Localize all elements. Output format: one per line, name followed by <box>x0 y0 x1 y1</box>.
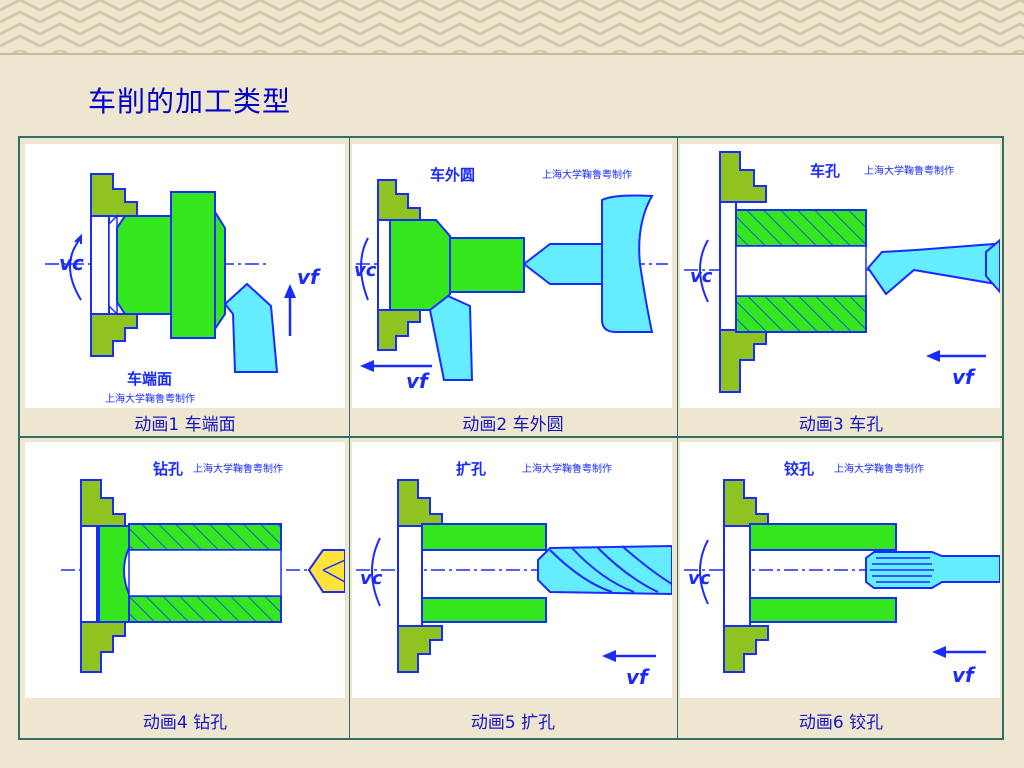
label-vf: vf <box>297 265 321 289</box>
workpiece <box>389 219 451 311</box>
caption-animation-3[interactable]: 动画3 车孔 <box>798 415 884 435</box>
workpiece <box>116 215 172 315</box>
label-vf: vf <box>952 365 976 389</box>
workpiece-lower <box>749 597 897 623</box>
label-vf: vf <box>406 369 430 393</box>
panel-credit: 上海大学鞠鲁粤制作 <box>834 462 924 475</box>
panel-heading: 钻孔 <box>153 460 183 478</box>
label-vc: vc <box>59 251 84 275</box>
label-vf: vf <box>626 665 650 689</box>
workpiece <box>98 525 130 623</box>
chuck-jaw-upper <box>90 173 138 217</box>
workpiece-upper <box>735 209 867 247</box>
animation-panel-facing[interactable]: vc vf 车端面 上海大学鞠鲁粤制作 <box>25 144 345 408</box>
drilling-diagram: 钻孔 上海大学鞠鲁粤制作 <box>61 460 345 673</box>
reaming-expand-diagram: vc vf 扩孔 上海大学鞠鲁粤制作 <box>356 460 672 689</box>
boring-tool <box>866 242 998 296</box>
decorative-border-band <box>0 0 1024 54</box>
workpiece-upper <box>749 523 897 551</box>
drill-bit <box>307 549 345 593</box>
animation-panel-boring[interactable]: vc vf 车孔 上海大学鞠鲁粤制作 <box>680 144 1000 408</box>
tailstock-center <box>522 243 603 285</box>
label-vf: vf <box>952 663 976 687</box>
boring-diagram: vc vf 车孔 上海大学鞠鲁粤制作 <box>684 151 1000 393</box>
panel-credit: 上海大学鞠鲁粤制作 <box>542 168 632 181</box>
caption-animation-1[interactable]: 动画1 车端面 <box>134 415 236 435</box>
reaming-diagram: vc vf 铰孔 上海大学鞠鲁粤制作 <box>684 460 1000 687</box>
facing-diagram: vc vf 车端面 上海大学鞠鲁粤制作 <box>45 173 321 405</box>
panel-credit: 上海大学鞠鲁粤制作 <box>864 164 954 177</box>
panel-credit: 上海大学鞠鲁粤制作 <box>105 392 195 405</box>
caption-animation-2[interactable]: 动画2 车外圆 <box>462 415 564 435</box>
panel-heading: 车孔 <box>810 162 840 180</box>
label-vc: vc <box>354 260 377 281</box>
label-vc: vc <box>688 568 711 589</box>
grid-divider <box>677 138 678 738</box>
animation-panel-drilling[interactable]: 钻孔 上海大学鞠鲁粤制作 <box>25 442 345 698</box>
turning-tool <box>223 282 279 373</box>
chuck-jaw-lower <box>90 313 138 357</box>
panel-credit: 上海大学鞠鲁粤制作 <box>522 462 612 475</box>
caption-animation-6[interactable]: 动画6 铰孔 <box>798 713 884 733</box>
panel-heading: 车端面 <box>127 370 172 388</box>
panel-heading: 车外圆 <box>430 166 475 184</box>
workpiece-lower <box>421 597 547 623</box>
grid-divider <box>349 138 350 738</box>
panel-credit: 上海大学鞠鲁粤制作 <box>193 462 283 475</box>
outer-turning-diagram: vc vf 车外圆 上海大学鞠鲁粤制作 <box>354 166 668 393</box>
animation-grid: vc vf 车端面 上海大学鞠鲁粤制作 vc vf 车外圆 上海大学鞠鲁粤制作 <box>18 136 1004 740</box>
workpiece-lower <box>735 295 867 333</box>
caption-animation-4[interactable]: 动画4 钻孔 <box>142 713 228 733</box>
animation-panel-outer-turning[interactable]: vc vf 车外圆 上海大学鞠鲁粤制作 <box>352 144 672 408</box>
panel-heading: 扩孔 <box>456 460 486 478</box>
caption-animation-5[interactable]: 动画5 扩孔 <box>470 713 556 733</box>
turning-tool <box>428 294 474 381</box>
label-vc: vc <box>690 266 713 287</box>
page-title: 车削的加工类型 <box>88 85 292 118</box>
animation-panel-reaming[interactable]: vc vf 铰孔 上海大学鞠鲁粤制作 <box>680 442 1000 698</box>
grid-divider <box>20 436 1002 438</box>
panel-heading: 铰孔 <box>784 460 814 478</box>
label-vc: vc <box>360 568 383 589</box>
workpiece-upper <box>421 523 547 551</box>
animation-panel-reaming-expand[interactable]: vc vf 扩孔 上海大学鞠鲁粤制作 <box>352 442 672 698</box>
